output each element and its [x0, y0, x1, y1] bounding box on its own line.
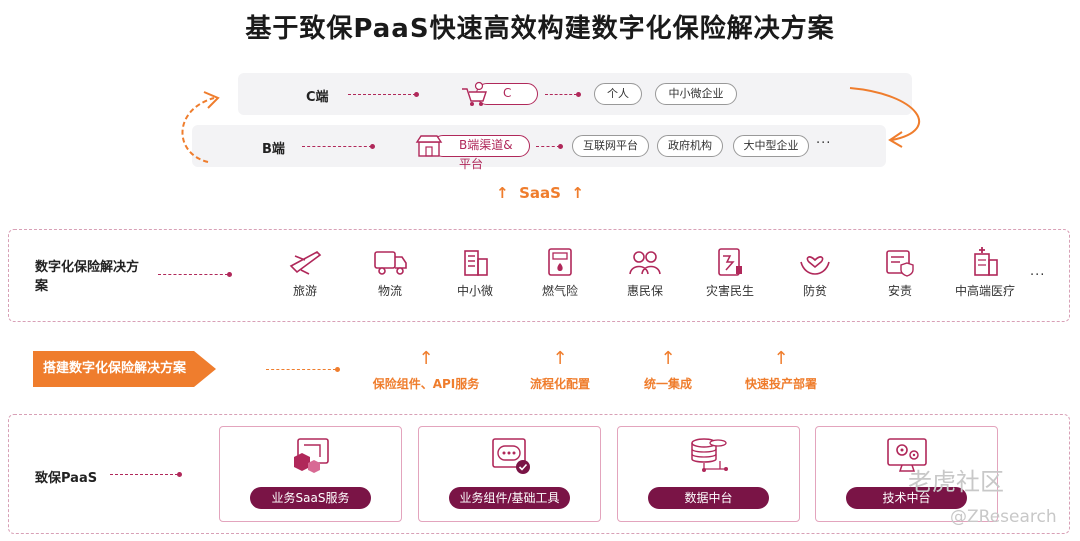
- disaster-icon: [718, 248, 742, 276]
- paas-card-saas: 业务SaaS服务: [219, 426, 402, 522]
- c-channel-pill: C: [462, 81, 538, 106]
- customer-pill: 中小微企业: [655, 83, 737, 105]
- connector-dot: [227, 272, 232, 277]
- solutions-panel: [8, 229, 1070, 322]
- capability-label: 快速投产部署: [744, 377, 817, 391]
- plane-icon: [289, 251, 322, 275]
- build-solution-tag: 搭建数字化保险解决方案: [33, 351, 216, 387]
- connector-line: [158, 274, 228, 275]
- solution-item-sme: 中小微: [440, 246, 510, 299]
- capability-item: ↑ 统一集成: [636, 349, 700, 392]
- solution-item-travel: 旅游: [270, 246, 340, 299]
- connector-dot: [370, 144, 375, 149]
- solutions-label: 数字化保险解决方案: [35, 260, 140, 294]
- paas-label: 致保PaaS: [35, 471, 98, 486]
- paas-card-label: 业务组件/基础工具: [449, 487, 570, 509]
- capability-label: 流程化配置: [529, 377, 590, 391]
- connector-dot: [177, 472, 182, 477]
- store-icon: [415, 135, 443, 157]
- customer-pill: 大中型企业: [733, 135, 809, 157]
- paas-card-label: 数据中台: [648, 487, 769, 509]
- solution-item-huiminbao: 惠民保: [610, 246, 680, 299]
- connector-dot: [414, 92, 419, 97]
- up-arrow-icon: ↑: [773, 348, 789, 369]
- heart-hands-icon: [800, 256, 830, 275]
- solution-item-disaster: 灾害民生: [695, 246, 765, 299]
- up-arrow-icon: ↑: [496, 184, 509, 202]
- c-end-label: C端: [306, 90, 329, 105]
- solution-item-poverty: 防贫: [780, 246, 850, 299]
- connector-line: [348, 94, 416, 95]
- solution-item-safety: 安责: [865, 246, 935, 299]
- more-indicator: ···: [1030, 268, 1046, 283]
- watermark-handle: @ZResearch: [950, 507, 1057, 527]
- connector-line: [545, 94, 577, 95]
- customer-pill: 政府机构: [657, 135, 723, 157]
- solution-item-logistics: 物流: [355, 246, 425, 299]
- database-icon: [690, 438, 728, 472]
- capability-label: 统一集成: [643, 377, 692, 391]
- watermark-logo: 老虎社区: [908, 468, 1004, 496]
- hospital-icon: [974, 247, 998, 276]
- paas-card-label: 业务SaaS服务: [250, 487, 371, 509]
- connector-line: [266, 369, 336, 370]
- capability-item: ↑ 保险组件、API服务: [366, 349, 486, 392]
- solution-label: 安责: [887, 284, 912, 298]
- paas-card-tech: 技术中台: [815, 426, 998, 522]
- connector-dot: [335, 367, 340, 372]
- up-arrow-icon: ↑: [418, 348, 434, 369]
- connector-line: [302, 146, 372, 147]
- solution-label: 惠民保: [626, 284, 663, 298]
- c-channel-label: C: [503, 86, 512, 100]
- capability-item: ↑ 流程化配置: [520, 349, 600, 392]
- capability-item: ↑ 快速投产部署: [738, 349, 824, 392]
- page-title: 基于致保PaaS快速高效构建数字化保险解决方案: [245, 14, 835, 44]
- toolbox-icon: [491, 438, 530, 474]
- customer-pill: 个人: [594, 83, 642, 105]
- solution-label: 燃气险: [541, 284, 578, 298]
- solution-label: 中小微: [456, 284, 493, 298]
- solution-label: 中高端医疗: [954, 284, 1015, 298]
- cart-icon: [462, 81, 487, 106]
- gas-meter-icon: [548, 248, 572, 276]
- saas-blocks-icon: [293, 438, 329, 473]
- paas-panel: [8, 414, 1070, 534]
- shield-form-icon: [886, 250, 914, 277]
- customer-pill: 互联网平台: [572, 135, 649, 157]
- solution-item-gas: 燃气险: [525, 246, 595, 299]
- solution-item-medical: 中高端医疗: [950, 246, 1020, 299]
- b-channel-pill: B端渠道&平台: [415, 135, 530, 171]
- b-end-label: B端: [262, 142, 285, 157]
- solution-label: 旅游: [292, 284, 317, 298]
- connector-dot: [558, 144, 563, 149]
- building-icon: [464, 250, 488, 276]
- people-icon: [629, 251, 661, 275]
- saas-label: ↑ SaaS ↑: [0, 184, 1080, 202]
- paas-card-components: 业务组件/基础工具: [418, 426, 601, 522]
- saas-text: SaaS: [519, 184, 561, 202]
- connector-line: [536, 146, 560, 147]
- gear-monitor-icon: [886, 438, 927, 472]
- solution-label: 防贫: [802, 284, 827, 298]
- truck-icon: [374, 251, 407, 275]
- connector-line: [110, 474, 178, 475]
- cycle-arrow-right-icon: [849, 87, 920, 148]
- up-arrow-icon: ↑: [571, 184, 584, 202]
- up-arrow-icon: ↑: [552, 348, 568, 369]
- b-channel-label: B端渠道&平台: [459, 138, 513, 171]
- up-arrow-icon: ↑: [660, 348, 676, 369]
- connector-dot: [576, 92, 581, 97]
- paas-card-label: 技术中台: [846, 487, 967, 509]
- paas-card-data: 数据中台: [617, 426, 800, 522]
- solution-label: 物流: [377, 284, 402, 298]
- solution-label: 灾害民生: [705, 284, 754, 298]
- capability-label: 保险组件、API服务: [372, 377, 480, 391]
- cycle-arrow-left-icon: [181, 91, 220, 163]
- more-indicator: ···: [816, 136, 832, 151]
